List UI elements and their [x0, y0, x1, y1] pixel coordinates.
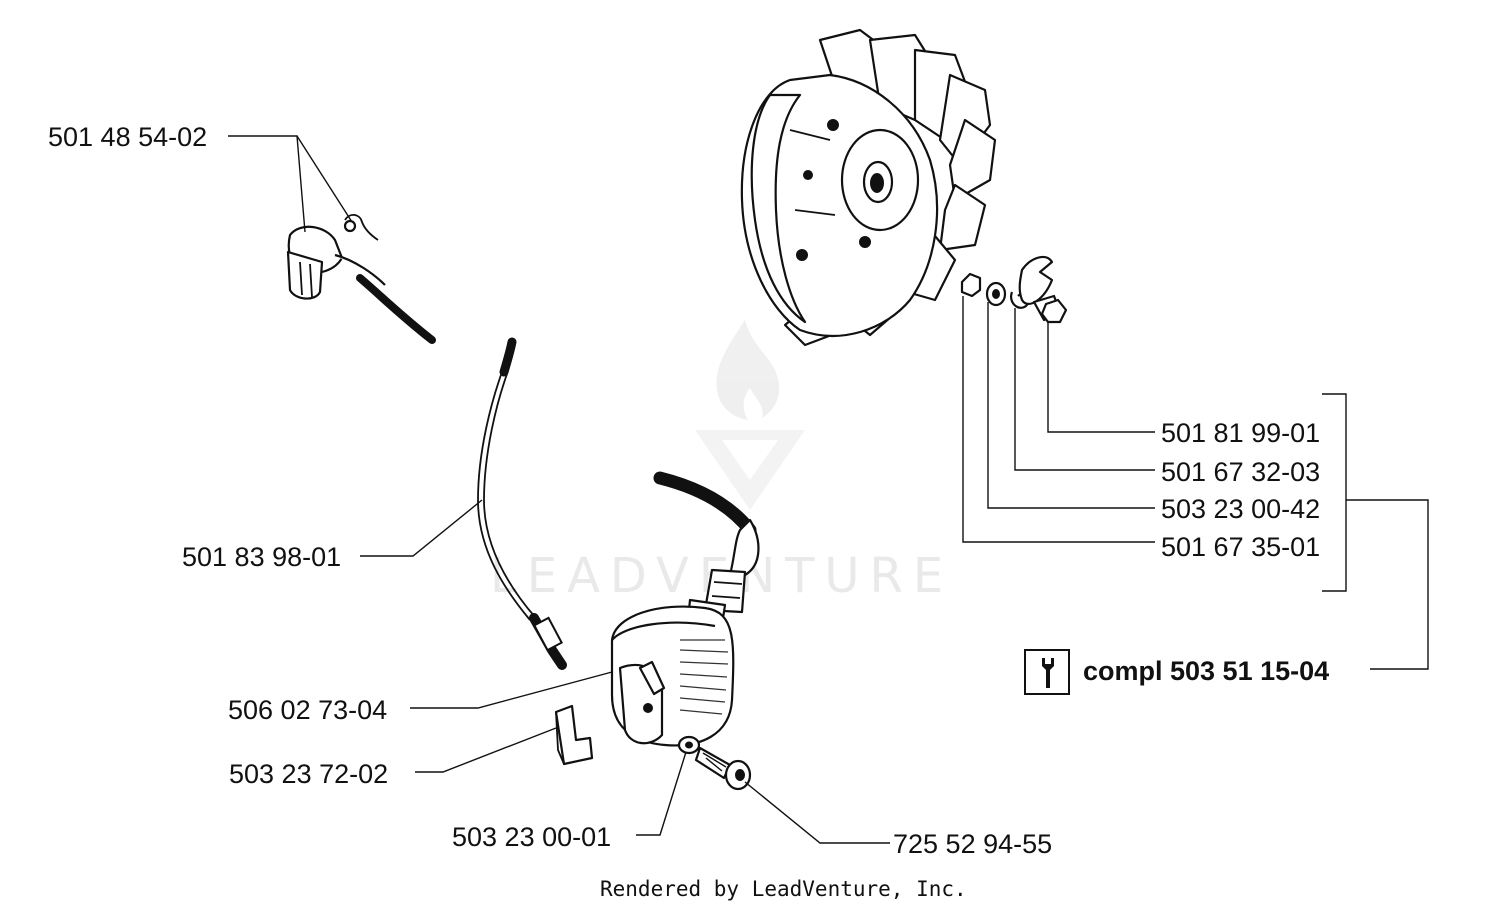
label-ignition-module: 506 02 73-04: [228, 695, 387, 725]
stop-switch[interactable]: [286, 214, 436, 344]
flywheel[interactable]: [740, 28, 997, 347]
label-pawl-screw: 501 81 99-01: [1161, 418, 1320, 448]
label-flywheel-nut: 501 67 35-01: [1161, 532, 1320, 562]
ignition-module[interactable]: [610, 471, 760, 747]
label-pawl-spring: 501 67 32-03: [1161, 457, 1320, 487]
label-pawl-washer: 503 23 00-42: [1161, 494, 1320, 524]
label-module-washer: 503 23 00-01: [452, 822, 611, 852]
footer-credit: Rendered by LeadVenture, Inc.: [600, 877, 967, 901]
wrench-icon: [1042, 658, 1054, 688]
leader-lines: [228, 135, 1429, 844]
label-stop-switch: 501 48 54-02: [48, 122, 207, 152]
module-screw[interactable]: [694, 746, 752, 791]
label-kit: compl 503 51 15-04: [1083, 656, 1329, 686]
label-module-screw: 725 52 94-55: [893, 829, 1052, 859]
module-washer[interactable]: [677, 735, 701, 755]
watermark-logo: [695, 320, 805, 510]
label-spacer: 503 23 72-02: [229, 759, 388, 789]
label-short-circuit-cable: 501 83 98-01: [182, 542, 341, 572]
spacer[interactable]: [554, 704, 594, 766]
kit-box: [1024, 649, 1070, 695]
short-circuit-cable[interactable]: [477, 337, 567, 670]
flywheel-hardware[interactable]: [960, 255, 1068, 324]
